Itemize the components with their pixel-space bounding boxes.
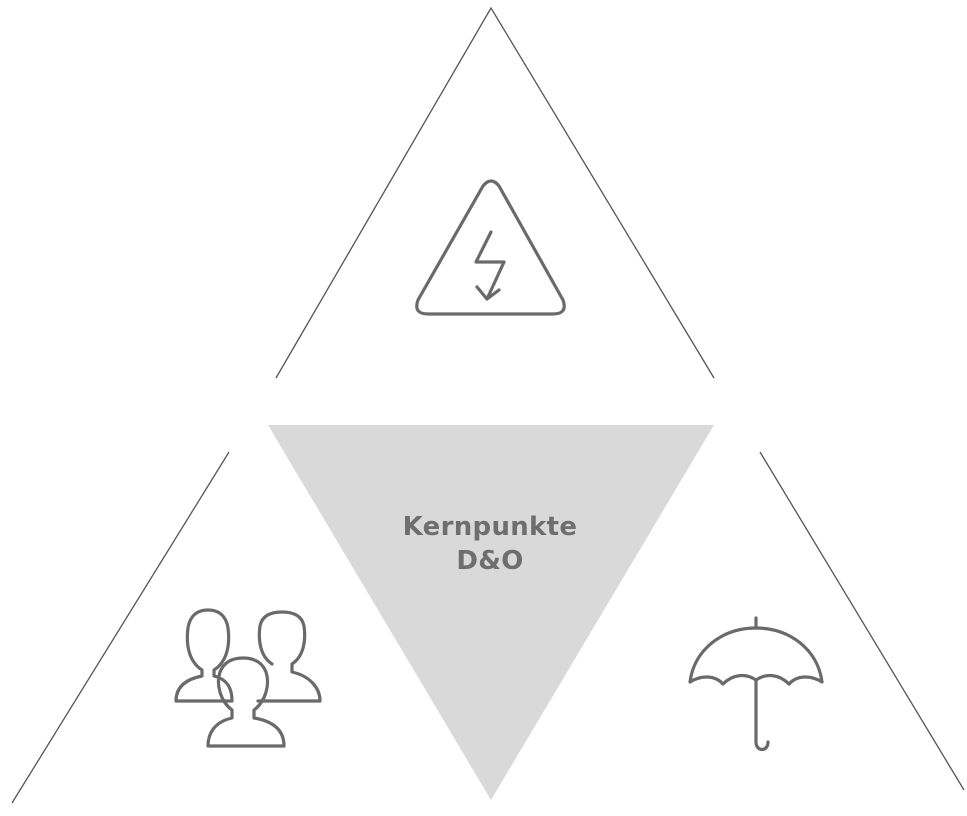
- center-triangle: [268, 425, 714, 800]
- high-voltage-warning-icon: [415, 179, 566, 316]
- left-triangle: [11, 451, 230, 804]
- center-title: Kernpunkte D&O: [330, 510, 650, 578]
- right-triangle: [759, 451, 965, 791]
- center-title-line1: Kernpunkte: [402, 512, 578, 542]
- umbrella-icon: [688, 616, 824, 752]
- top-triangle: [275, 6, 715, 379]
- center-title-line2: D&O: [456, 546, 524, 576]
- people-group-icon: [174, 608, 322, 748]
